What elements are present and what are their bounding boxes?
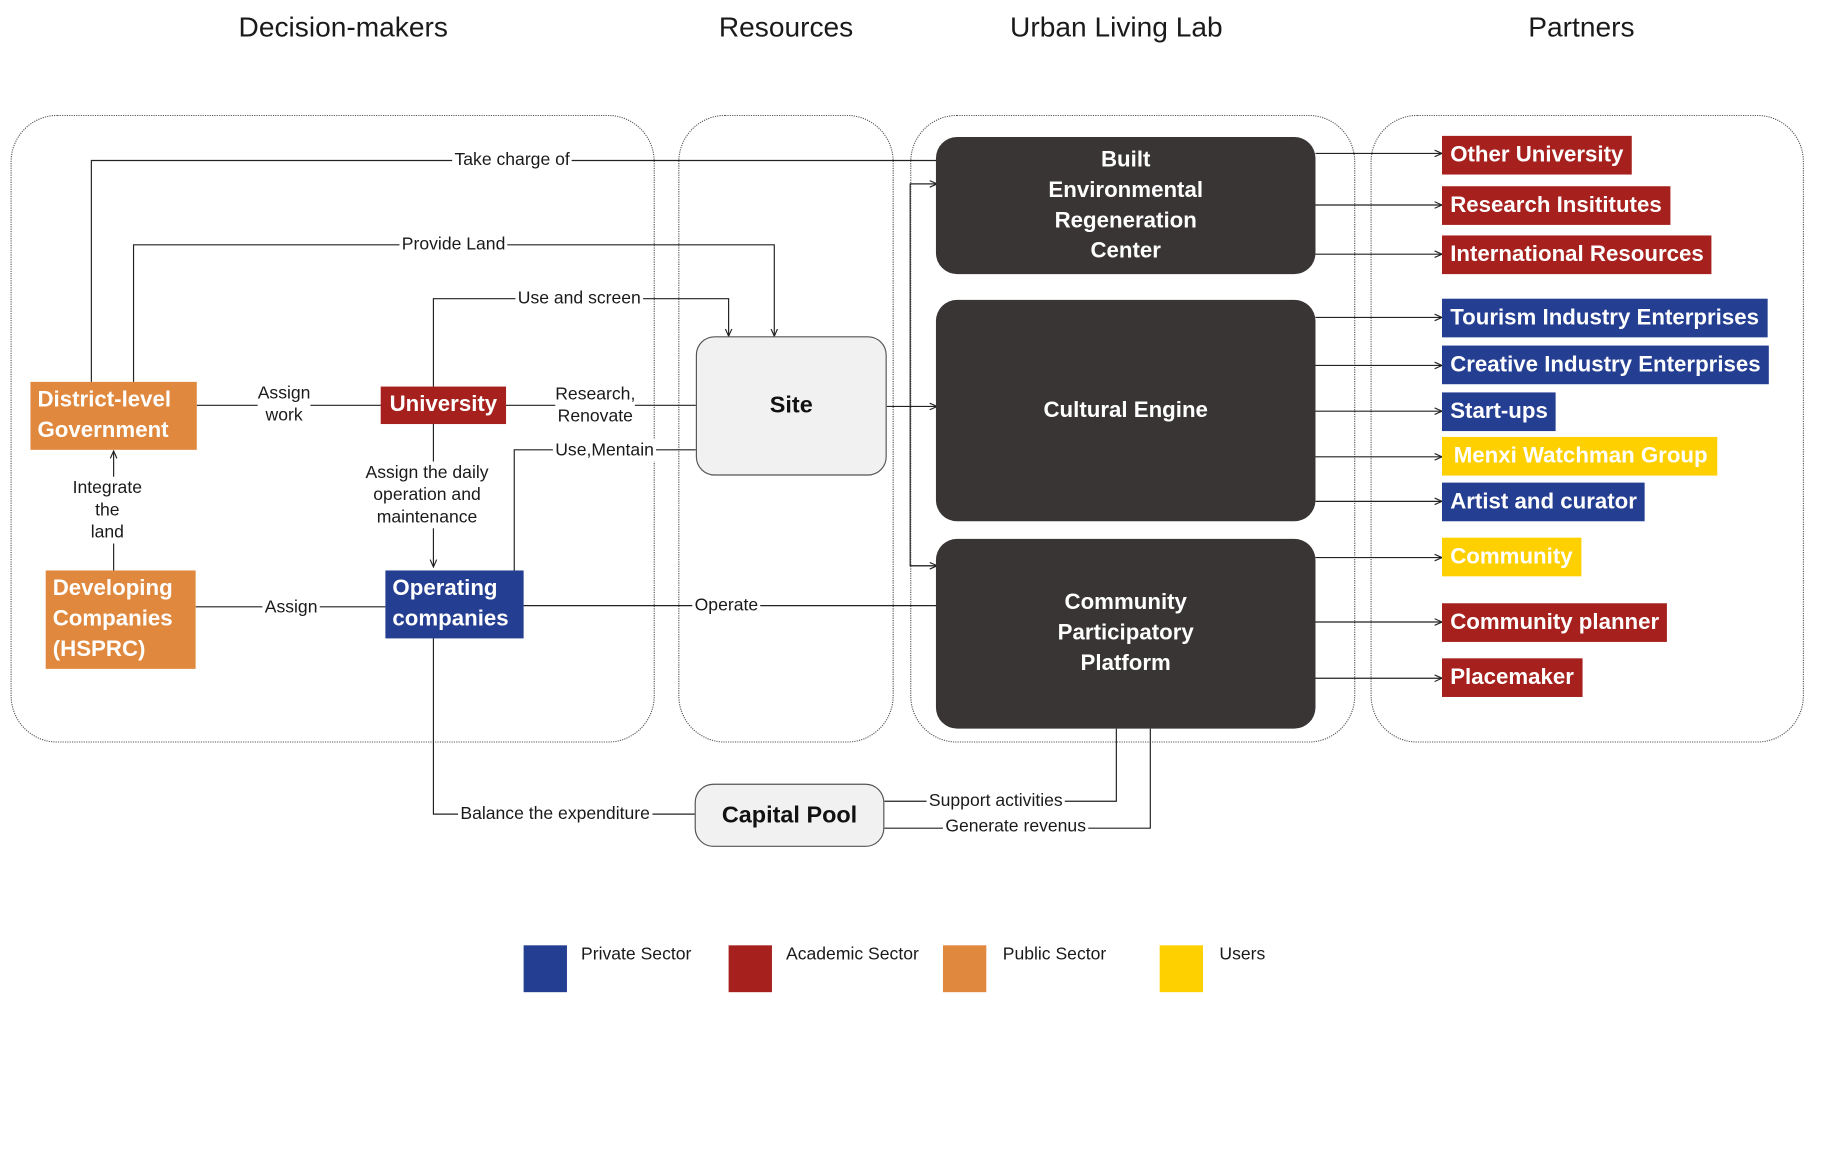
edge-label-research-renovate: Research, Renovate <box>555 383 636 428</box>
node-developing-companies: Developing Companies (HSPRC) <box>45 570 196 669</box>
legend-swatch-private <box>523 945 567 993</box>
edge-balance-expenditure <box>432 638 695 815</box>
edge-use-and-screen <box>432 298 728 387</box>
legend-label-private: Private Sector <box>581 944 692 965</box>
partner-start-ups: Start-ups <box>1441 392 1557 432</box>
edge-take-charge-of <box>90 159 938 382</box>
group-decision-makers <box>10 114 655 743</box>
edge-label-operate: Operate <box>692 593 761 617</box>
node-district-government: District-level Government <box>30 381 197 450</box>
edge-label-integrate-land: Integrate the land <box>72 476 142 544</box>
edge-label-balance-expenditure: Balance the expenditure <box>458 802 653 825</box>
edge-label-assign-daily: Assign the daily operation and maintenan… <box>365 461 489 529</box>
legend-label-public: Public Sector <box>1002 944 1107 965</box>
node-built-environment-center: Built Environmental Regeneration Center <box>935 137 1316 275</box>
edge-generate-revenus <box>884 728 1151 829</box>
node-site: Site <box>695 336 887 476</box>
edge-label-support-activities: Support activities <box>926 789 1066 812</box>
column-heading-decision-makers: Decision-makers <box>238 11 448 44</box>
legend-swatch-users <box>1159 945 1204 993</box>
edge-provide-land <box>132 244 775 382</box>
edge-lab-bracket <box>909 183 938 567</box>
legend-swatch-academic <box>728 945 772 993</box>
edge-label-use-mentain: Use,Mentain <box>552 439 657 462</box>
node-community-platform: Community Participatory Platform <box>935 538 1316 729</box>
group-partners <box>1370 114 1804 743</box>
partner-creative-industry: Creative Industry Enterprises <box>1441 345 1769 385</box>
edge-label-use-and-screen: Use and screen <box>515 286 644 310</box>
partner-placemaker: Placemaker <box>1441 658 1583 697</box>
legend-label-academic: Academic Sector <box>786 944 919 965</box>
edge-label-generate-revenus: Generate revenus <box>942 815 1089 838</box>
node-capital-pool: Capital Pool <box>694 783 885 847</box>
legend-label-users: Users <box>1219 944 1266 965</box>
group-resources <box>678 114 894 743</box>
column-heading-partners: Partners <box>1528 11 1635 44</box>
partner-artist-curator: Artist and curator <box>1441 482 1646 522</box>
partner-international-resources: International Resources <box>1441 235 1712 275</box>
edge-label-take-charge-of: Take charge of <box>452 148 573 172</box>
partner-community-planner: Community planner <box>1441 603 1668 642</box>
edge-use-mentain <box>513 449 696 571</box>
partner-tourism-industry: Tourism Industry Enterprises <box>1441 298 1768 338</box>
partner-research-institutes: Research Insititutes <box>1441 186 1670 225</box>
node-cultural-engine: Cultural Engine <box>935 299 1316 522</box>
edge-label-provide-land: Provide Land <box>399 233 508 256</box>
legend-swatch-public <box>942 945 987 993</box>
partner-community: Community <box>1441 537 1581 577</box>
edge-label-assign-work: Assign work <box>257 381 311 427</box>
partner-menxi-watchman-group: Menxi Watchman Group <box>1441 436 1717 476</box>
partner-other-university: Other University <box>1441 135 1632 175</box>
node-operating-companies: Operating companies <box>385 570 524 639</box>
node-university: University <box>380 386 507 425</box>
edge-label-assign: Assign <box>262 596 320 619</box>
column-heading-urban-living-lab: Urban Living Lab <box>1010 11 1223 44</box>
column-heading-resources: Resources <box>718 11 854 44</box>
